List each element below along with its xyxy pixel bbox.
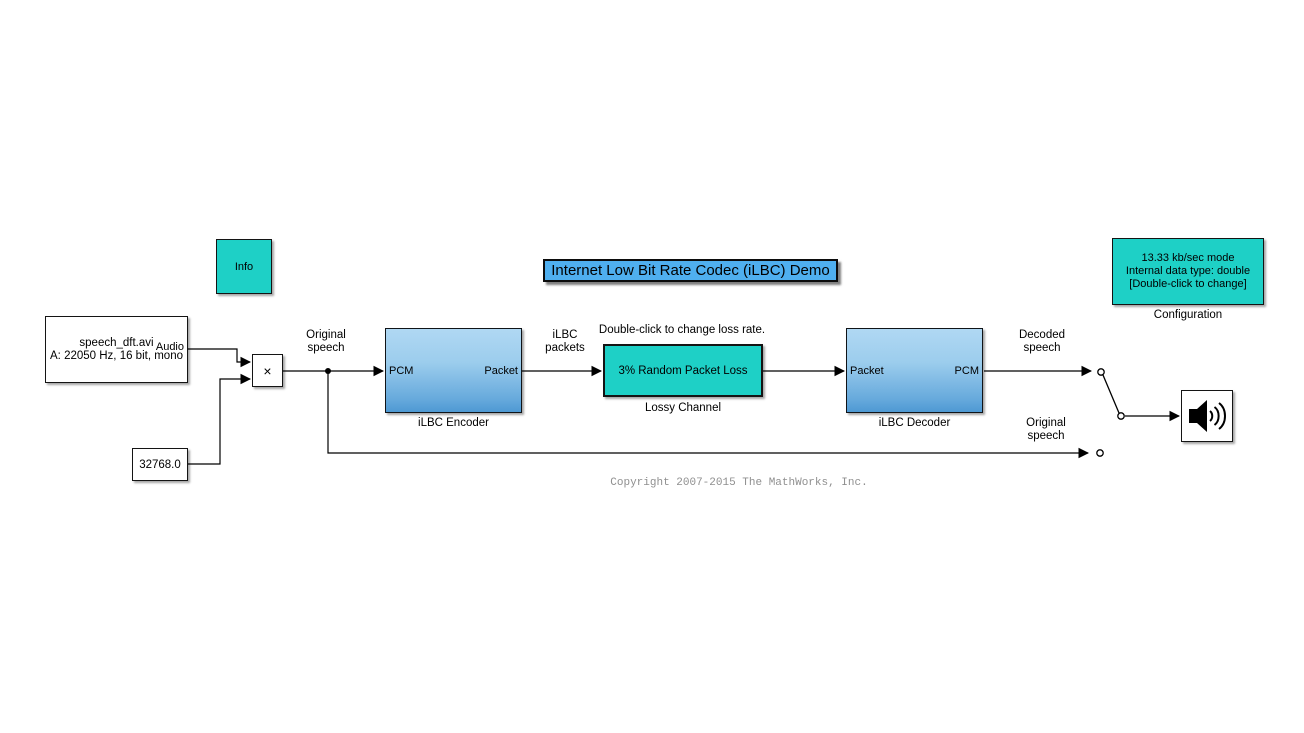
label-decoded-speech: Decoded speech — [1018, 329, 1066, 354]
decoder-port-packet: Packet — [850, 364, 884, 377]
label-original-speech-bottom: Original speech — [1026, 417, 1066, 442]
manual-switch[interactable] — [1096, 368, 1125, 457]
ilbc-encoder-block[interactable]: PCM Packet — [385, 328, 522, 413]
label-ilbc-packets: iLBC packets — [545, 329, 585, 354]
info-block-label: Info — [234, 260, 254, 273]
encoder-port-packet: Packet — [484, 364, 518, 377]
wire-source-to-multiply[interactable] — [188, 348, 252, 368]
wire-constant-to-multiply[interactable] — [188, 373, 252, 465]
audio-source-block[interactable]: speech_dft.avi A: 22050 Hz, 16 bit, mono… — [45, 316, 188, 383]
loss-rate-note: Double-click to change loss rate. — [598, 324, 766, 336]
ilbc-decoder-label: iLBC Decoder — [878, 417, 951, 429]
manual-switch-output[interactable] — [1117, 412, 1125, 420]
label-original-speech-top: Original speech — [306, 329, 346, 354]
speaker-icon — [1189, 400, 1226, 432]
manual-switch-lever[interactable] — [1102, 374, 1120, 414]
multiply-symbol: × — [263, 362, 272, 379]
lossy-channel-text: 3% Random Packet Loss — [618, 364, 748, 377]
copyright-annotation: Copyright 2007-2015 The MathWorks, Inc. — [610, 477, 868, 489]
constant-block[interactable]: 32768.0 — [132, 448, 188, 481]
lossy-channel-block[interactable]: 3% Random Packet Loss — [603, 344, 763, 397]
multiply-block[interactable]: × — [252, 354, 283, 387]
model-title-annotation[interactable]: Internet Low Bit Rate Codec (iLBC) Demo — [543, 259, 838, 282]
decoder-port-pcm: PCM — [954, 364, 979, 377]
configuration-block-text: 13.33 kb/sec mode Internal data type: do… — [1125, 252, 1251, 290]
encoder-port-pcm: PCM — [389, 364, 414, 377]
audio-output-port-label: Audio — [155, 341, 184, 353]
audio-source-text: speech_dft.avi A: 22050 Hz, 16 bit, mono — [50, 336, 183, 362]
ilbc-encoder-label: iLBC Encoder — [418, 417, 489, 429]
ilbc-decoder-block[interactable]: Packet PCM — [846, 328, 983, 413]
configuration-block[interactable]: 13.33 kb/sec mode Internal data type: do… — [1112, 238, 1264, 305]
manual-switch-input-top[interactable] — [1097, 368, 1105, 376]
constant-value: 32768.0 — [139, 458, 181, 471]
configuration-block-label: Configuration — [1153, 309, 1223, 321]
info-block[interactable]: Info — [216, 239, 272, 294]
manual-switch-input-bottom[interactable] — [1096, 449, 1104, 457]
audio-output-block[interactable] — [1181, 390, 1233, 442]
wire-junction-dot — [325, 368, 331, 374]
lossy-channel-label: Lossy Channel — [644, 402, 722, 414]
